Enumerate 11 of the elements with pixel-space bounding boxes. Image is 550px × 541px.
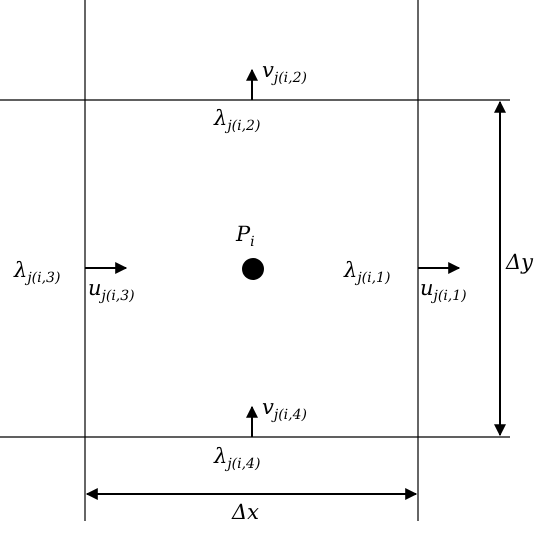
variable-label: v$_{j(i,2)}$ xyxy=(262,58,307,88)
variable-label: λ$_{j(i,3)}$ xyxy=(14,258,60,288)
dimension-label: Δx xyxy=(232,500,260,524)
variable-label: P$_{i}$ xyxy=(236,222,255,252)
variable-label: u$_{j(i,3)}$ xyxy=(88,276,135,306)
variable-label: u$_{j(i,1)}$ xyxy=(420,276,467,306)
dimension-label: Δy xyxy=(506,250,534,274)
variable-label: λ$_{j(i,4)}$ xyxy=(214,444,260,474)
variable-label: λ$_{j(i,1)}$ xyxy=(344,258,390,288)
variable-label: v$_{j(i,4)}$ xyxy=(262,395,307,426)
variable-label: λ$_{j(i,2)}$ xyxy=(214,106,260,136)
